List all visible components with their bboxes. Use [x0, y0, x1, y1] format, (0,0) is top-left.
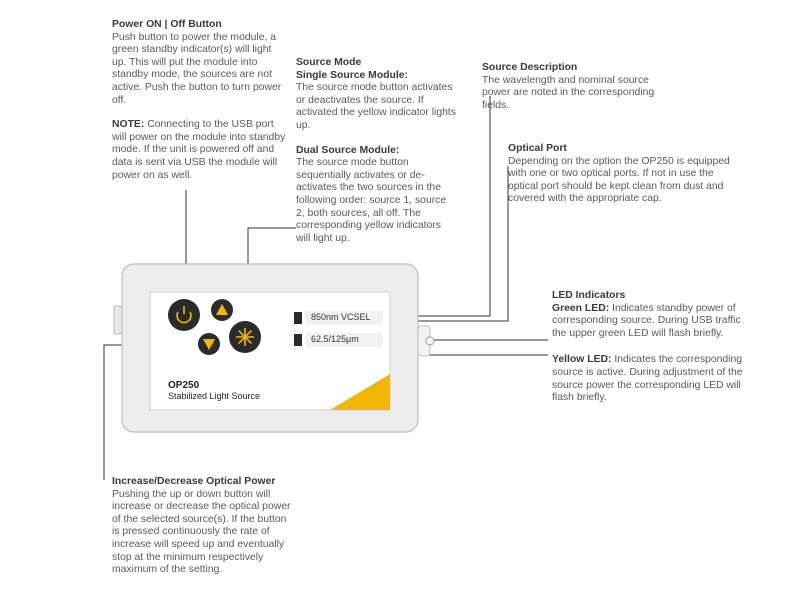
- annotation-source-mode: Source Mode Single Source Module: The so…: [296, 57, 456, 245]
- source-mode-button[interactable]: [229, 321, 261, 353]
- increase-button[interactable]: [211, 299, 233, 321]
- annotation-optical-port: Optical Port Depending on the option the…: [508, 143, 746, 206]
- led-indicator-2: [294, 334, 302, 346]
- led-indicator-1: [294, 312, 302, 324]
- decrease-button[interactable]: [198, 333, 220, 355]
- dual-source-title: Dual Source Module:: [296, 144, 400, 156]
- source-mode-title: Source Mode: [296, 57, 362, 68]
- optical-port-cap: [425, 336, 435, 346]
- leader-source-desc: [396, 96, 491, 317]
- led-yellow-text: Indicates the corresponding source is ac…: [552, 354, 743, 404]
- single-source-text: The source mode button activates or deac…: [296, 82, 456, 131]
- power-note-text: Connecting to the USB port will power on…: [112, 119, 286, 181]
- power-title: Power ON | Off Button: [112, 19, 222, 30]
- accent-triangle: [330, 374, 390, 410]
- inc-dec-text: Pushing the up or down button will incre…: [112, 488, 291, 576]
- leader-source-desc-2: [396, 166, 509, 322]
- led-title: LED Indicators: [552, 290, 626, 301]
- source-label-2: 62.5/125μm: [311, 334, 359, 344]
- led-yellow-label: Yellow LED:: [552, 354, 612, 366]
- down-arrow-icon: [203, 339, 215, 350]
- device-model: OP250: [168, 380, 200, 391]
- source-label-field-1: [305, 311, 383, 325]
- annotation-led-indicators: LED Indicators Green LED: Indicates stan…: [552, 290, 744, 405]
- dual-source-text: The source mode button sequentially acti…: [296, 157, 447, 244]
- up-arrow-icon: [216, 304, 228, 315]
- optical-port-text: Depending on the option the OP250 is equ…: [508, 155, 730, 205]
- power-button[interactable]: [168, 299, 200, 331]
- led-green: Green LED: Indicates standby power of co…: [552, 303, 744, 341]
- annotation-source-description: Source Description The wavelength and no…: [482, 62, 672, 112]
- inc-dec-title: Increase/Decrease Optical Power: [112, 476, 276, 487]
- led-green-label: Green LED:: [552, 302, 610, 314]
- device-name: Stabilized Light Source: [168, 391, 261, 401]
- left-port: [113, 305, 123, 335]
- optical-port-title: Optical Port: [508, 143, 567, 154]
- source-label-1: 850nm VCSEL: [311, 312, 371, 322]
- power-note: NOTE: Connecting to the USB port will po…: [112, 119, 288, 182]
- annotation-power: Power ON | Off Button Push button to pow…: [112, 19, 288, 182]
- annotation-increase-decrease: Increase/Decrease Optical Power Pushing …: [112, 476, 292, 577]
- device-brand: OP250 Stabilized Light Source: [168, 380, 260, 402]
- led-yellow: Yellow LED: Indicates the corresponding …: [552, 354, 744, 404]
- power-note-label: NOTE:: [112, 119, 145, 131]
- source-label-field-2: [305, 333, 383, 347]
- source-desc-text: The wavelength and nominal source power …: [482, 74, 655, 111]
- single-source-title: Single Source Module:: [296, 69, 408, 81]
- source-desc-title: Source Description: [482, 62, 578, 73]
- led-green-text: Indicates standby power of corresponding…: [552, 302, 741, 339]
- starburst-icon: [236, 328, 254, 346]
- power-text: Push button to power the module, a green…: [112, 31, 282, 106]
